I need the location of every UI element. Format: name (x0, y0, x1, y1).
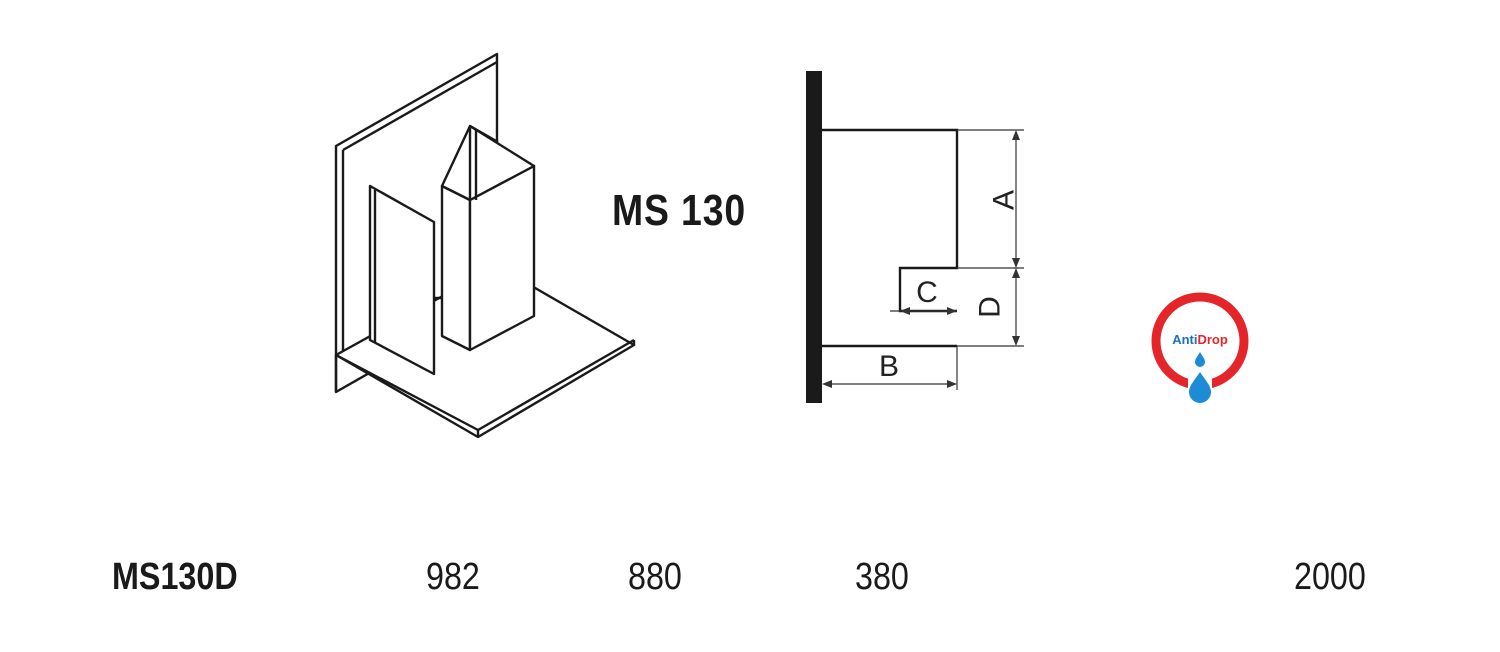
spec-value-2: 880 (628, 556, 682, 598)
dimension-label-c: C (916, 276, 938, 309)
dimension-label-d: D (974, 296, 1007, 318)
product-code: MS130D (112, 556, 238, 598)
dimension-label-a: A (988, 190, 1021, 210)
wall-bar (806, 71, 822, 403)
model-title: MS 130 (612, 186, 746, 235)
water-drop-small-icon (1195, 352, 1205, 367)
badge-text-drop: Drop (1197, 332, 1227, 347)
spec-value-1: 982 (426, 556, 480, 598)
badge-text-anti: Anti (1172, 332, 1197, 347)
spec-value-3: 380 (855, 556, 909, 598)
dimension-label-b: B (879, 350, 899, 383)
water-drop-large-icon (1189, 372, 1211, 403)
svg-text:AntiDrop: AntiDrop (1172, 332, 1228, 347)
spec-value-4: 2000 (1294, 556, 1366, 598)
